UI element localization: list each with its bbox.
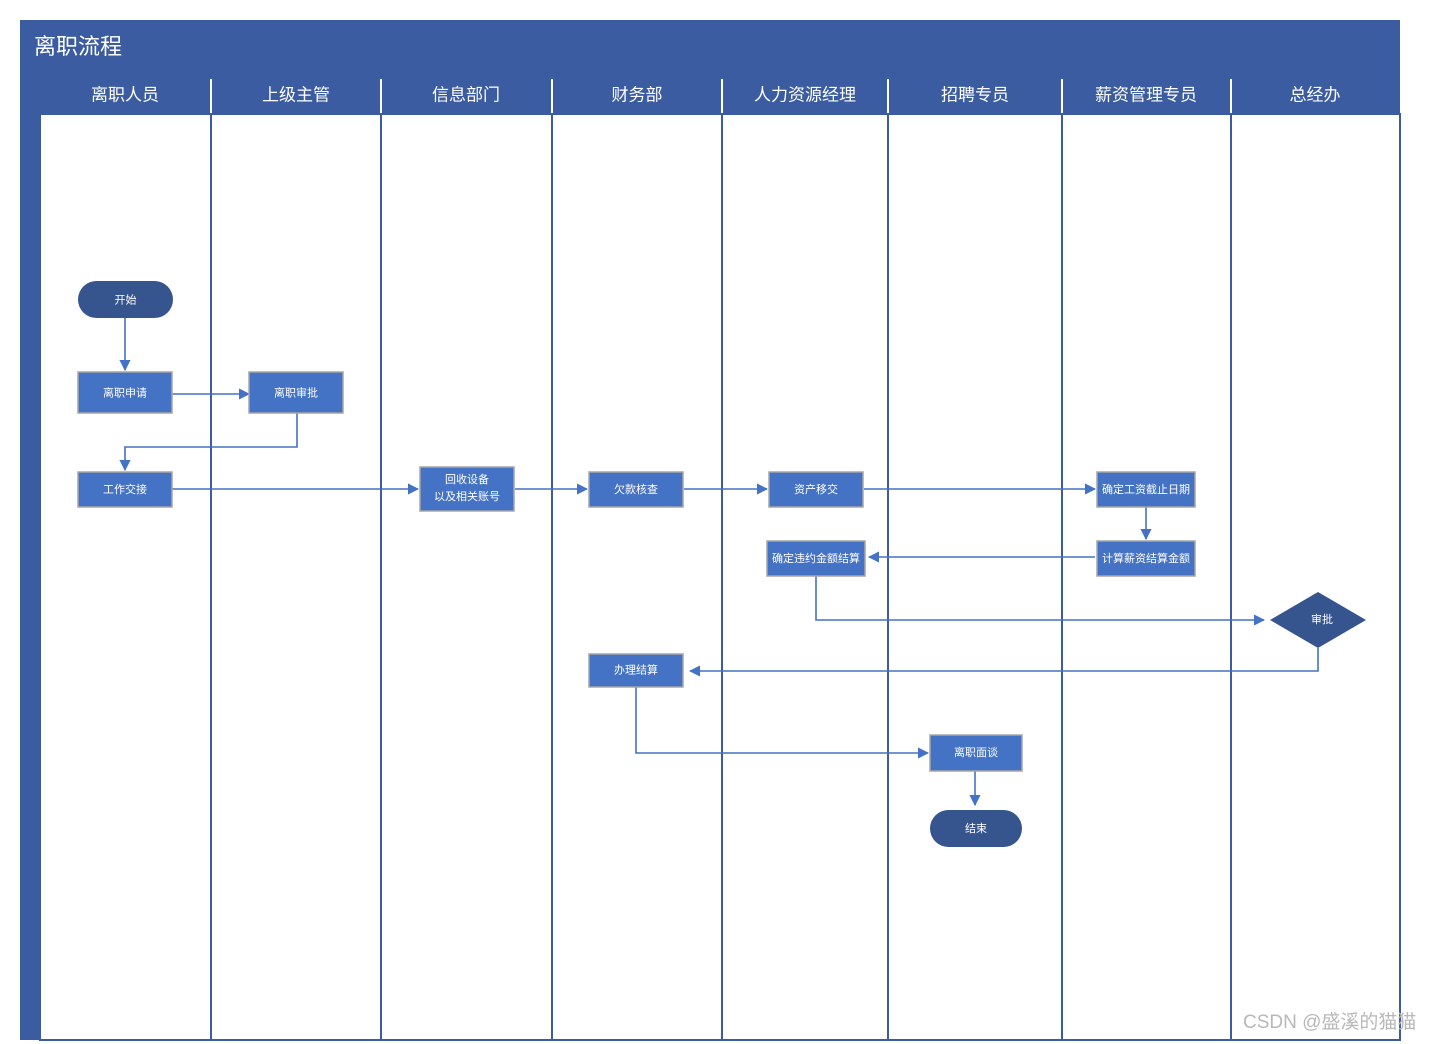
- node-penalty-settlement-shape: [766, 540, 866, 577]
- lane-dividers: [210, 114, 1232, 1040]
- node-salary-cutoff-date-shape: [1096, 471, 1196, 508]
- node-debt-check[interactable]: 欠款核查: [588, 471, 684, 508]
- node-resignation-approval-label: 离职审批: [274, 385, 318, 399]
- node-work-handover-shape: [77, 471, 173, 508]
- node-start-label: 开始: [115, 292, 137, 306]
- lane-header-separators: [210, 79, 1232, 113]
- node-recover-equipment-label-line1: 回收设备: [445, 472, 489, 486]
- lane-header-payroll-specialist: 薪资管理专员: [1095, 85, 1197, 104]
- node-end[interactable]: 结束: [930, 810, 1022, 847]
- lane-header-resigning-employee: 离职人员: [91, 85, 159, 104]
- node-salary-cutoff-date-label: 确定工资截止日期: [1102, 482, 1190, 496]
- node-work-handover[interactable]: 工作交接: [77, 471, 173, 508]
- node-process-settlement-shape: [588, 653, 684, 688]
- node-recover-equipment-label-line2: 以及相关账号: [434, 489, 500, 503]
- lane-header-band: [40, 78, 1400, 114]
- lane-header-general-manager-office: 总经办: [1290, 85, 1341, 104]
- node-asset-transfer[interactable]: 资产移交: [768, 471, 864, 508]
- diagram-title: 离职流程: [34, 34, 122, 59]
- swimlane-frame: [20, 20, 1401, 1041]
- node-resignation-application-shape: [77, 371, 173, 414]
- node-calc-salary-settlement-shape: [1096, 540, 1196, 577]
- node-penalty-settlement[interactable]: 确定违约金额结算: [766, 540, 866, 577]
- flow-connectors: [119, 317, 1319, 807]
- swimlane-body-background: [40, 114, 1400, 1040]
- node-calc-salary-settlement-label: 计算薪资结算金额: [1102, 551, 1190, 565]
- watermark: CSDN @盛溪的猫猫: [1243, 1011, 1416, 1033]
- node-resignation-application[interactable]: 离职申请: [77, 371, 173, 414]
- edge-approval-decision-to-settlement: [688, 648, 1319, 677]
- node-end-shape: [930, 810, 1022, 847]
- node-exit-interview[interactable]: 离职面谈: [929, 734, 1023, 772]
- node-recover-equipment[interactable]: 回收设备 以及相关账号: [419, 466, 515, 512]
- node-approval-decision[interactable]: 审批: [1270, 592, 1366, 648]
- node-work-handover-label: 工作交接: [103, 482, 147, 496]
- lane-header-it-department: 信息部门: [432, 85, 500, 104]
- node-debt-check-shape: [588, 471, 684, 508]
- node-start[interactable]: 开始: [78, 281, 173, 318]
- swimlane-body-border: [39, 113, 1401, 1041]
- node-resignation-approval[interactable]: 离职审批: [248, 371, 344, 414]
- node-resignation-application-label: 离职申请: [103, 385, 147, 399]
- node-start-shape: [78, 281, 173, 318]
- node-penalty-settlement-label: 确定违约金额结算: [772, 551, 860, 565]
- node-exit-interview-label: 离职面谈: [954, 745, 998, 759]
- node-approval-decision-label: 审批: [1311, 612, 1333, 626]
- diagram-title-bar: [20, 20, 1400, 78]
- node-asset-transfer-shape: [768, 471, 864, 508]
- node-debt-check-label: 欠款核查: [614, 482, 658, 496]
- node-end-label: 结束: [965, 822, 987, 835]
- node-asset-transfer-label: 资产移交: [794, 482, 838, 496]
- swimlane-left-spine: [20, 78, 40, 1040]
- node-approval-decision-shape: [1270, 592, 1366, 648]
- lane-header-direct-supervisor: 上级主管: [262, 85, 330, 104]
- node-process-settlement[interactable]: 办理结算: [588, 653, 684, 688]
- node-exit-interview-shape: [929, 734, 1023, 772]
- lane-headers: 离职人员 上级主管 信息部门 财务部 人力资源经理 招聘专员 薪资管理专员 总经…: [91, 85, 1341, 104]
- lane-header-recruiting-specialist: 招聘专员: [941, 85, 1009, 104]
- node-recover-equipment-shape: [419, 466, 515, 512]
- lane-header-hr-manager: 人力资源经理: [754, 85, 856, 104]
- lane-header-finance-department: 财务部: [612, 85, 663, 104]
- node-resignation-approval-shape: [248, 371, 344, 414]
- node-process-settlement-label: 办理结算: [614, 662, 658, 676]
- edge-penalty-to-approval-decision: [815, 574, 1266, 626]
- edge-settlement-to-interview: [635, 687, 930, 759]
- node-calc-salary-settlement[interactable]: 计算薪资结算金额: [1096, 540, 1196, 577]
- edge-approval-to-handover: [119, 411, 298, 472]
- node-salary-cutoff-date[interactable]: 确定工资截止日期: [1096, 471, 1196, 508]
